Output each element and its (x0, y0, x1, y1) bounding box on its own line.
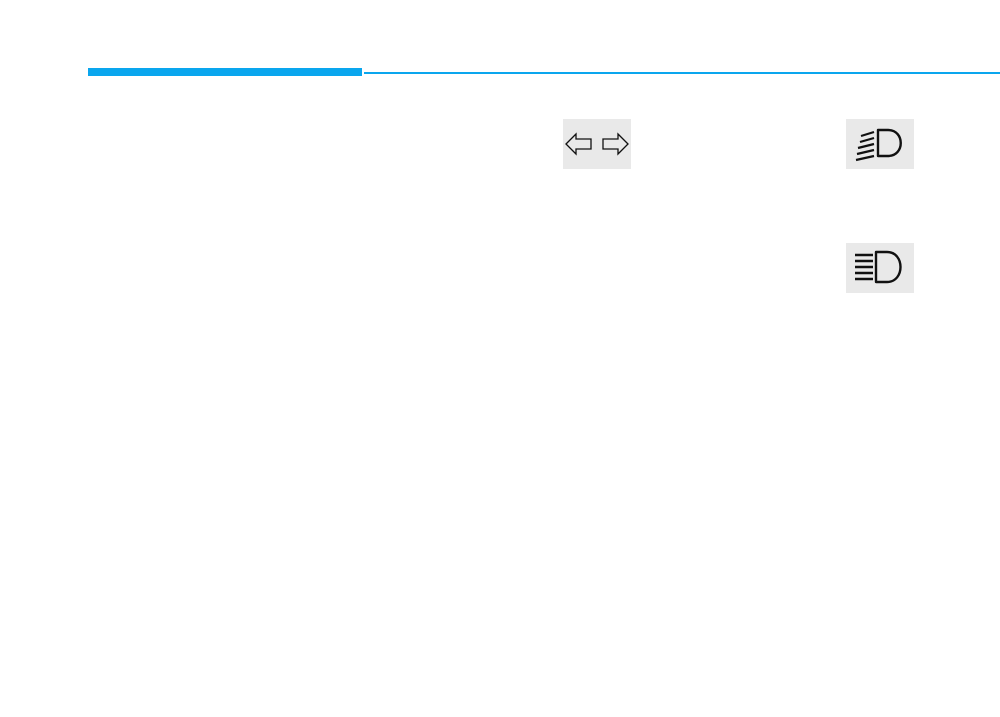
section-header-divider-line (364, 72, 1000, 74)
low-beam-indicator-tile (846, 119, 914, 169)
high-beam-indicator-tile (846, 243, 914, 293)
turn-signal-arrows-icon (565, 132, 629, 156)
high-beam-headlight-icon (855, 250, 902, 284)
section-header-rule (0, 0, 1000, 80)
section-header-accent-bar (88, 68, 362, 76)
turn-signal-indicator-tile (563, 119, 631, 169)
low-beam-headlight-icon (855, 128, 902, 162)
